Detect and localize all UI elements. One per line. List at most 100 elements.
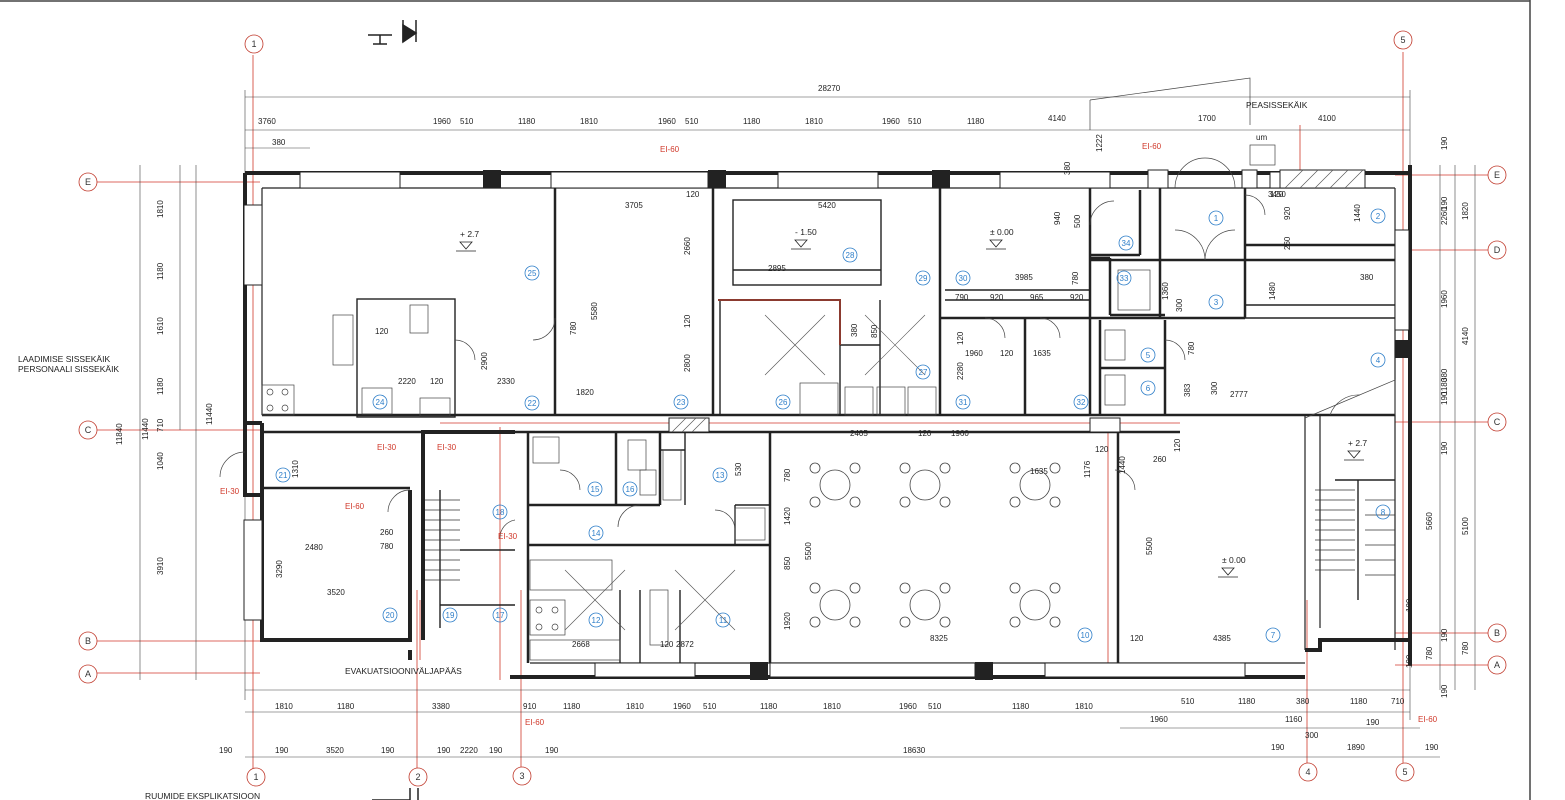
dimension-right: 380 <box>1440 368 1449 382</box>
room-marker <box>712 467 728 483</box>
dimension-top-small: 380 <box>272 138 286 147</box>
dimension-interior: 1480 <box>1268 282 1277 300</box>
dimension-bottom: 1810 <box>1075 702 1093 711</box>
dimension-interior: 1420 <box>783 507 792 525</box>
room-marker <box>587 481 603 497</box>
room-marker <box>1370 352 1386 368</box>
room-number: 32 <box>1077 398 1086 407</box>
level-marker: - 1.50 <box>795 227 817 237</box>
grid-label-top: 1 <box>251 39 256 49</box>
dimension-top-small: 1222 <box>1095 134 1104 152</box>
dimension-interior: 2777 <box>1230 390 1248 399</box>
dimension-bottom: 510 <box>703 702 717 711</box>
room-number: 8 <box>1381 508 1386 517</box>
dimension-right: 1820 <box>1461 202 1470 220</box>
dimension-bottom: 1810 <box>823 702 841 711</box>
grid-label-left: B <box>85 636 91 646</box>
dimension-bottom: 380 <box>1296 697 1310 706</box>
dimension-top: 1810 <box>805 117 823 126</box>
fire-rating: EI-30 <box>437 443 457 452</box>
room-marker <box>1140 380 1156 396</box>
dimension-bottom-3: 190 <box>489 746 503 755</box>
room-marker <box>955 394 971 410</box>
dimension-interior: 380 <box>850 323 859 337</box>
room-marker <box>1077 627 1093 643</box>
interior-walls <box>262 188 1395 663</box>
dimension-top-small: 120 <box>686 190 700 199</box>
dimension-top: 1180 <box>967 117 985 126</box>
room-number: 11 <box>719 616 728 625</box>
dimension-bottom-3: 190 <box>381 746 395 755</box>
dimension-interior: 850 <box>870 324 879 338</box>
room-number: 16 <box>626 485 635 494</box>
grid-axis-markers <box>78 30 1507 787</box>
grid-label-right: B <box>1494 628 1500 638</box>
room-marker <box>622 481 638 497</box>
main-entrance-label: PEASISSEKÄIK <box>1246 100 1308 110</box>
room-marker <box>524 265 540 281</box>
fire-rating: EI-60 <box>345 502 365 511</box>
dimension-interior: 120 <box>1130 634 1144 643</box>
dimension-right: 190 <box>1405 654 1414 668</box>
loading-entrance-label-1: LAADIMISE SISSEKÄIK <box>18 354 110 364</box>
fire-rating: EI-30 <box>498 532 518 541</box>
room-number: 4 <box>1376 356 1381 365</box>
room-number: 15 <box>591 485 600 494</box>
room-number: 18 <box>496 508 505 517</box>
dimension-interior: 120 <box>375 327 389 336</box>
room-explication-heading: RUUMIDE EKSPLIKATSIOON <box>145 791 260 800</box>
level-marker: + 2.7 <box>460 229 479 239</box>
room-marker <box>492 504 508 520</box>
dimension-interior: 920 <box>1283 206 1292 220</box>
dimension-interior: 2895 <box>768 264 786 273</box>
room-number: 21 <box>279 471 288 480</box>
room-marker <box>1265 627 1281 643</box>
dimension-right: 5660 <box>1425 512 1434 530</box>
room-number: 34 <box>1122 239 1131 248</box>
door-swings <box>219 157 1361 539</box>
room-marker <box>1118 235 1134 251</box>
dimension-top: 1180 <box>743 117 761 126</box>
dimension-interior: 1176 <box>1083 460 1092 478</box>
dimension-interior: 2800 <box>683 354 692 372</box>
dimension-left: 710 <box>156 418 165 432</box>
dimension-bottom: 1180 <box>563 702 581 711</box>
room-number: 24 <box>376 398 385 407</box>
dimension-interior: 120 <box>430 377 444 386</box>
level-symbol <box>1344 450 1364 461</box>
dimension-bottom-3: 190 <box>219 746 233 755</box>
fire-rating: EI-60 <box>1142 142 1162 151</box>
dimension-bottom: 1960 <box>673 702 691 711</box>
room-marker <box>372 394 388 410</box>
dimension-right: 4140 <box>1461 327 1470 345</box>
dimension-left: 1040 <box>156 452 165 470</box>
dimension-left: 1810 <box>156 200 165 218</box>
dimension-bottom: 510 <box>1181 697 1195 706</box>
room-number: 23 <box>677 398 686 407</box>
dimension-top: 1810 <box>580 117 598 126</box>
dimension-interior: 780 <box>569 321 578 335</box>
dimension-top: 4140 <box>1048 114 1066 123</box>
dimension-bottom-3: 190 <box>1271 743 1285 752</box>
dimension-bottom-3: 1890 <box>1347 743 1365 752</box>
dimension-interior: 3290 <box>275 560 284 578</box>
room-number: 26 <box>779 398 788 407</box>
dimension-interior: 2280 <box>956 362 965 380</box>
dimension-interior: 2405 <box>850 429 868 438</box>
dimension-interior: 260 <box>380 528 394 537</box>
dimension-interior: 120 <box>918 429 932 438</box>
dimension-right: 2260 <box>1440 207 1449 225</box>
room-number: 7 <box>1271 631 1276 640</box>
dimension-top-small: 380 <box>1063 161 1072 175</box>
dimension-interior: 850 <box>783 556 792 570</box>
room-number: 31 <box>959 398 968 407</box>
dimension-interior: 383 <box>1183 383 1192 397</box>
dimension-interior: 1360 <box>1161 282 1170 300</box>
room-number: 3 <box>1214 298 1219 307</box>
stairs-right <box>1315 489 1395 576</box>
level-symbol <box>456 241 476 252</box>
dimension-bottom: 510 <box>928 702 942 711</box>
entrance-canopy <box>1089 77 1396 419</box>
dimension-interior: 300 <box>1210 381 1219 395</box>
room-marker <box>955 270 971 286</box>
